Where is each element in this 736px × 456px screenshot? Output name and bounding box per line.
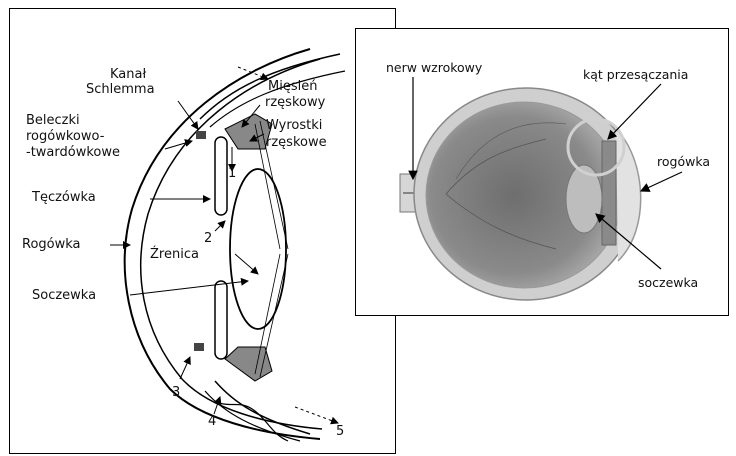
label-soczewka-right: soczewka [638,275,698,290]
label-number-1: 1 [228,166,236,181]
label-number-3: 3 [172,385,180,400]
iris-lower [215,281,227,359]
aqueous-flow-lower [295,407,338,423]
ciliary-body-lower [225,347,272,381]
trabecular-upper [196,131,206,139]
label-twardowkowe: -twardówkowe [26,145,120,160]
label-rzeskowe: rzęskowe [266,135,327,150]
lens [230,169,286,329]
label-number-4: 4 [208,414,216,429]
iris-upper [215,137,227,215]
anterior-eye-cross-section: Kanał Schlemma Mięsień rzęskowy Beleczki… [9,8,396,454]
label-wyrostki: Wyrostki [266,118,322,133]
label-teczowka: Tęczówka [32,190,96,205]
label-kanal: Kanał [110,67,146,82]
label-beleczki: Beleczki [26,113,80,128]
label-zrenica: Źrenica [150,247,199,262]
label-rogowka-right: rogówka [657,154,710,169]
trabecular-lower [194,343,204,351]
label-number-2: 2 [204,231,212,246]
whole-eye-illustration: nerw wzrokowy kąt przesączania rogówka s… [355,28,729,316]
label-rzeskowy: rzęskowy [265,95,325,110]
label-nerw-wzrokowy: nerw wzrokowy [386,60,482,75]
label-miesien: Mięsień [268,79,317,94]
label-soczewka: Soczewka [32,288,96,303]
label-rogowka: Rogówka [22,237,81,252]
label-schlemma: Schlemma [86,82,155,97]
label-rogowkowo: rogówkowo- [26,129,104,144]
label-kat-przesaczania: kąt przesączania [583,67,688,82]
label-number-5: 5 [336,424,344,439]
